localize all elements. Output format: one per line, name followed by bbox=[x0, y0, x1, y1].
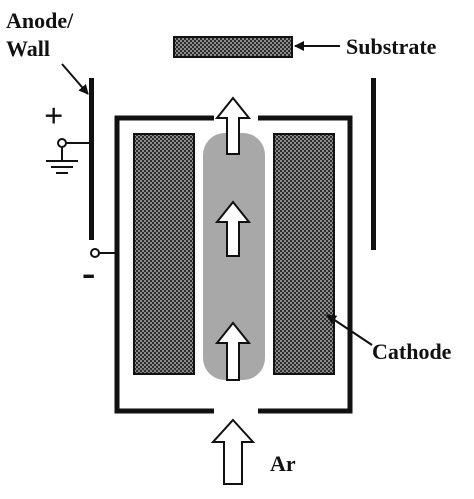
cathode-pointer-arrow bbox=[326, 314, 373, 346]
argon-label: Ar bbox=[270, 451, 296, 476]
gas-flow-arrow-lower bbox=[214, 321, 252, 381]
cathode-housing-right bbox=[258, 115, 353, 414]
cathode-label: Cathode bbox=[372, 339, 452, 364]
substrate-label: Substrate bbox=[346, 34, 437, 59]
gas-flow-arrow-middle bbox=[214, 200, 252, 257]
anode-label: Anode/ bbox=[6, 8, 74, 33]
anode-terminal bbox=[57, 138, 67, 148]
cathode-plate-left bbox=[133, 133, 195, 375]
wall-label: Wall bbox=[6, 36, 51, 61]
cathode-plate-right bbox=[273, 133, 335, 375]
argon-inlet-arrow bbox=[210, 418, 256, 485]
cathode-housing-left bbox=[114, 115, 214, 414]
anode-wall-left bbox=[89, 78, 94, 240]
gas-flow-arrow-top bbox=[214, 96, 252, 155]
positive-polarity-label: + bbox=[44, 98, 64, 135]
anode-pointer-arrow bbox=[61, 63, 89, 95]
substrate-plate bbox=[173, 36, 293, 58]
negative-polarity-label: - bbox=[82, 250, 96, 295]
anode-wall-right bbox=[371, 78, 376, 250]
